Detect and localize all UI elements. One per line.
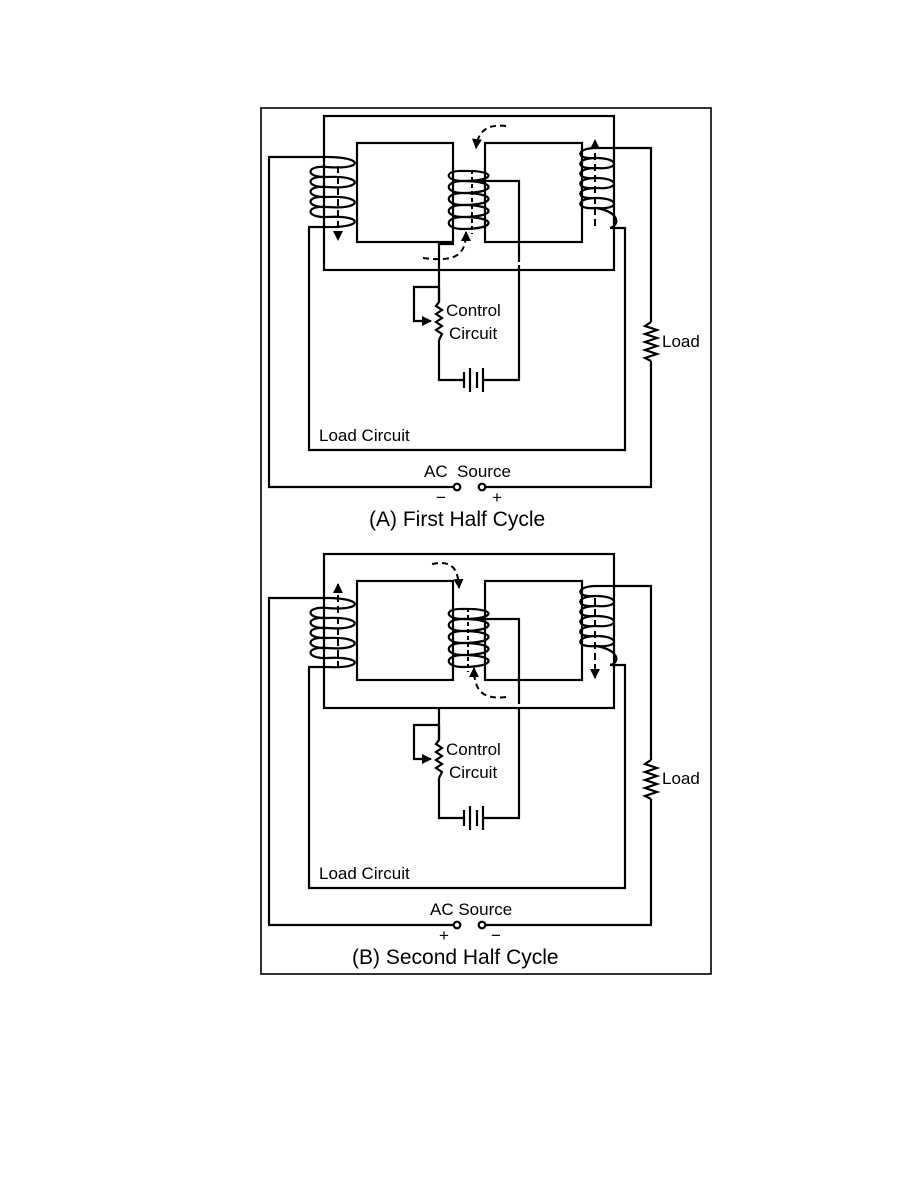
resistor-icon: [641, 321, 661, 362]
battery-icon: [462, 368, 485, 392]
resistor-icon: [641, 759, 661, 800]
terminal-sign-right: −: [491, 926, 501, 945]
load-label: Load: [662, 769, 700, 788]
load-label: Load: [662, 332, 700, 351]
control-circuit-label: Circuit: [449, 763, 497, 782]
load-circuit-wiring: [267, 584, 653, 927]
flux-arrow-icon: [333, 562, 600, 699]
battery-icon: [462, 806, 485, 830]
control-circuit-wiring: [412, 179, 521, 382]
panel-first-half-cycle: [267, 114, 661, 492]
terminal-icon: [477, 482, 487, 492]
control-circuit-label: Control: [446, 301, 501, 320]
panel-caption: (B) Second Half Cycle: [352, 946, 559, 969]
terminal-sign-right: +: [492, 488, 502, 507]
terminal-sign-left: −: [436, 488, 446, 507]
ac-source-label: AC Source: [430, 900, 512, 919]
load-circuit-label: Load Circuit: [319, 864, 410, 883]
magnetic-core: [322, 552, 616, 710]
coil-icon: [447, 169, 490, 231]
coil-icon: [309, 596, 356, 669]
coil-icon: [447, 607, 490, 669]
control-circuit-label: Control: [446, 740, 501, 759]
terminal-icon: [477, 920, 487, 930]
rheostat-icon: [434, 287, 444, 341]
ac-source-label: AC Source: [424, 462, 511, 481]
control-circuit-label: Circuit: [449, 324, 497, 343]
terminal-icon: [452, 482, 462, 492]
coil-icon: [579, 584, 618, 667]
coil-icon: [579, 146, 618, 230]
control-circuit-wiring: [412, 617, 521, 820]
coil-icon: [309, 155, 356, 229]
figure-frame: [260, 107, 712, 975]
rheostat-icon: [434, 725, 444, 779]
load-circuit-label: Load Circuit: [319, 426, 410, 445]
flux-arrow-icon: [333, 124, 600, 261]
panel-caption: (A) First Half Cycle: [369, 508, 545, 531]
terminal-icon: [452, 920, 462, 930]
terminal-sign-left: +: [439, 926, 449, 945]
load-circuit-wiring: [267, 146, 653, 489]
panel-second-half-cycle: [267, 552, 661, 930]
